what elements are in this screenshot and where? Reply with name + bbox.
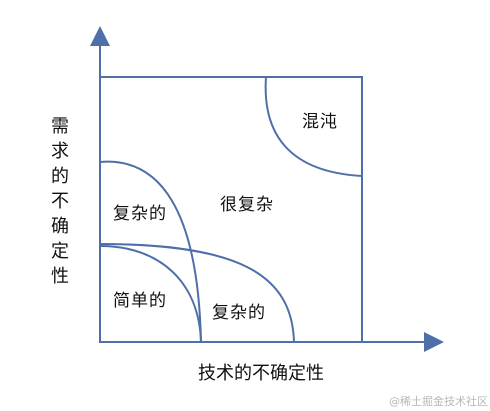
region-label-simple: 简单的	[113, 291, 167, 311]
chaos-boundary-curve	[264, 76, 363, 177]
watermark-text: @稀土掘金技术社区	[389, 395, 488, 408]
region-label-chaotic: 混沌	[302, 112, 338, 132]
region-label-complex-right: 复杂的	[212, 303, 266, 323]
y-axis-label: 需求的不确定性	[51, 116, 69, 287]
x-axis-label: 技术的不确定性	[198, 363, 324, 384]
complex-top-boundary-curve	[99, 160, 202, 343]
simple-boundary-curve	[99, 245, 202, 343]
region-label-very-complex: 很复杂	[220, 195, 274, 215]
complex-right-boundary-curve	[99, 243, 295, 343]
outer-frame	[99, 76, 363, 343]
region-label-complex-top: 复杂的	[113, 204, 167, 224]
